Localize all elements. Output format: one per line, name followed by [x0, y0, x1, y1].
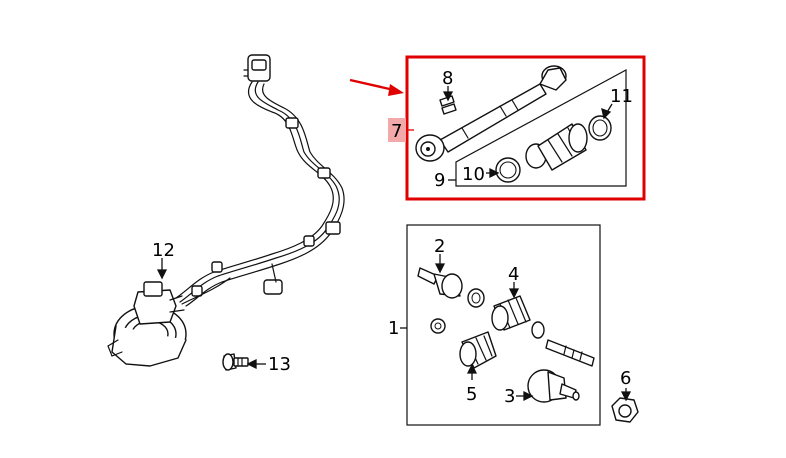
- label-4: 4: [508, 264, 519, 285]
- label-9: 9: [434, 170, 445, 191]
- ring-small-shaft: [531, 321, 545, 339]
- label-6: 6: [620, 368, 631, 389]
- bushing-small: [430, 318, 446, 334]
- label-5: 5: [466, 384, 477, 405]
- bearing-sensor-bracket: [107, 281, 187, 367]
- bolt-13: [222, 353, 249, 371]
- ring-10: [495, 157, 521, 183]
- hub-nut-6: [611, 397, 639, 423]
- inner-boot-5: [459, 331, 497, 369]
- label-10: 10: [462, 164, 485, 185]
- inner-cv-joint-3: [527, 369, 580, 403]
- label-11: 11: [610, 86, 633, 107]
- harness-connector: [243, 54, 271, 82]
- label-2: 2: [434, 236, 445, 257]
- label-12: 12: [152, 240, 175, 261]
- label-3: 3: [504, 386, 515, 407]
- label-7: 7: [391, 121, 402, 142]
- highlight-frame: [405, 55, 646, 201]
- label-8: 8: [442, 68, 453, 89]
- cv-joint-stub-2: [417, 267, 463, 299]
- label-1: 1: [388, 318, 399, 339]
- axle-shaft: [545, 339, 595, 367]
- ring-11: [588, 115, 612, 141]
- boot-4: [491, 295, 531, 331]
- leader-lines: [156, 86, 632, 402]
- boot-kit-frame: [455, 68, 627, 187]
- callout-arrow: [349, 78, 404, 96]
- drive-shaft-frame: [406, 224, 601, 426]
- intermediate-shaft: [415, 65, 567, 162]
- label-13: 13: [268, 354, 291, 375]
- boot-inner-shaft: [525, 123, 588, 171]
- label-7-highlight: [388, 118, 406, 142]
- wire-harness: [175, 54, 345, 307]
